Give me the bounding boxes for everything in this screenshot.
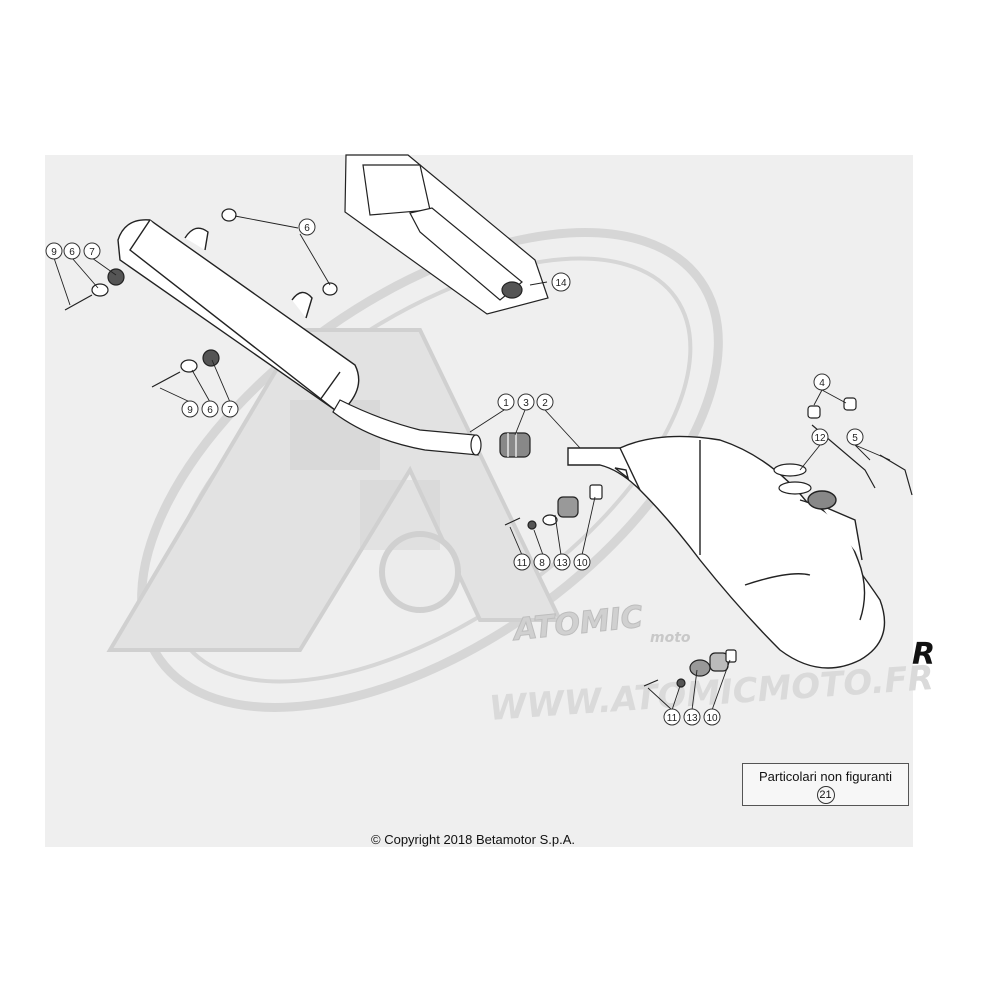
callout-sleeve-0: 14: [555, 278, 567, 289]
callout-group-muffler-top: 6: [298, 218, 316, 236]
callout-mid-bottom-2: 13: [556, 558, 568, 569]
silencer-hardware: [64, 208, 338, 388]
callout-mid-bottom-0: 11: [517, 558, 528, 569]
parts-not-shown-ref: 21: [816, 786, 835, 804]
callout-muffler-left-0: 9: [51, 247, 57, 258]
callout-right-top-2: 5: [852, 433, 858, 444]
springs-and-seals: [773, 397, 913, 496]
parts-not-shown-title: Particolari non figuranti: [759, 769, 892, 784]
copyright-notice: © Copyright 2018 Betamotor S.p.A.: [371, 832, 575, 847]
silencer: [117, 219, 360, 411]
callout-group-right-top: 4 12 5: [811, 373, 864, 446]
callout-lower-0: 11: [667, 713, 678, 724]
callout-group-muffler-left: 9 6 7: [45, 242, 101, 260]
callout-muffler-bottom-2: 7: [227, 405, 233, 416]
rubber-seal: [499, 432, 531, 458]
callout-mid-top-2: 2: [542, 398, 548, 409]
callout-muffler-bottom-1: 6: [207, 405, 213, 416]
callout-muffler-left-2: 7: [89, 247, 95, 258]
watermark-edge-letter: R: [912, 637, 935, 672]
parts-not-shown-box: Particolari non figuranti 21: [742, 763, 909, 806]
expansion-chamber: [567, 435, 886, 669]
callout-group-mid-top: 1 3 2: [497, 393, 554, 411]
link-pipe: [332, 399, 482, 456]
bracket-hardware-lower: [643, 649, 737, 688]
callout-muffler-left-1: 6: [69, 247, 75, 258]
callout-muffler-bottom-0: 9: [187, 405, 193, 416]
watermark-sub: moto: [650, 630, 691, 646]
callout-lower-2: 10: [706, 713, 718, 724]
callout-mid-top-0: 1: [503, 398, 509, 409]
callout-lower-1: 13: [686, 713, 698, 724]
bracket-hardware-mid: [504, 484, 603, 530]
callout-group-sleeve: 14: [551, 272, 571, 292]
callout-muffler-top-0: 6: [304, 223, 310, 234]
callout-mid-bottom-1: 8: [539, 558, 545, 569]
callout-mid-top-1: 3: [523, 398, 529, 409]
leader-lines: [53, 215, 891, 711]
watermark-logo: [106, 228, 723, 712]
callout-group-lower: 11 13 10: [663, 708, 721, 726]
callout-mid-bottom-3: 10: [576, 558, 588, 569]
callout-group-muffler-bottom: 9 6 7: [181, 400, 239, 418]
callout-right-top-0: 4: [819, 378, 825, 389]
callout-group-mid-bottom: 11 8 13 10: [513, 553, 591, 571]
packing-sleeve: [344, 154, 549, 315]
callout-right-top-1: 12: [814, 433, 826, 444]
